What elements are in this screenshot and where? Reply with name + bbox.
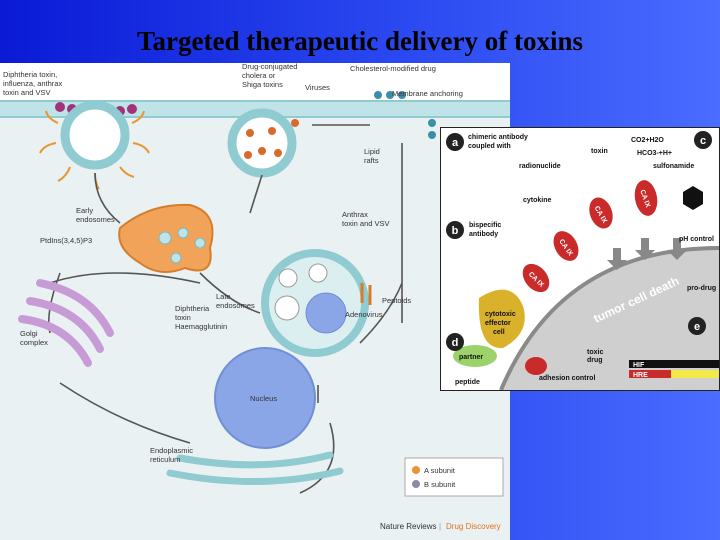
hexagon-marker	[683, 186, 703, 210]
cholesterol-drug-label: Cholesterol-modified drug	[350, 64, 436, 73]
badge-e: e	[694, 321, 700, 333]
early-endosomes-label-2: endosomes	[76, 215, 115, 224]
sulfonamide-label: sulfonamide	[653, 163, 694, 170]
cytotoxic-label-3: cell	[493, 329, 505, 336]
chimeric-label-1: chimeric antibody	[468, 134, 528, 141]
hre-bar-yellow	[671, 370, 719, 378]
nucleus-label: Nucleus	[250, 394, 277, 403]
diphtheria-label-1: Diphtheria toxin,	[3, 70, 57, 79]
early-endosomes-label-1: Early	[76, 206, 93, 215]
late-endosomes-label-2: endosomes	[216, 301, 255, 310]
endosome-vesicles	[158, 227, 206, 264]
cytotoxic-effector-cell	[478, 289, 525, 349]
hif-bar	[629, 360, 719, 368]
anthrax-vsv-label-2: toxin and VSV	[342, 219, 390, 228]
legend-a-label: A subunit	[424, 466, 456, 475]
adenovirus-label: Adenovirus	[345, 310, 383, 319]
credit-left: Nature Reviews	[380, 522, 436, 531]
radionuclide-label: radionuclide	[519, 163, 561, 170]
diphtheria-haem-label-2: toxin	[175, 313, 191, 322]
a-subunit-marker	[412, 466, 420, 474]
endocytic-vesicle	[60, 100, 130, 170]
credit-separator: |	[439, 522, 441, 531]
uptake-arrows	[607, 238, 687, 270]
formula-bottom: HCO3-+H+	[637, 150, 672, 157]
late-endosome-body	[305, 292, 347, 334]
adhesion-label: adhesion control	[539, 375, 595, 382]
er-label-2: reticulum	[150, 455, 180, 464]
membrane-anchoring-label: Membrane anchoring	[392, 89, 463, 98]
badge-a: a	[452, 137, 459, 149]
lipid-rafts-label-2: rafts	[364, 156, 379, 165]
drug-conjugated-label-1: Drug-conjugated	[242, 63, 297, 71]
diphtheria-haem-label-3: Haemagglutinin	[175, 322, 227, 331]
ptdins-label: PtdIns(3,4,5)P3	[40, 236, 92, 245]
bispecific-label-2: antibody	[469, 231, 498, 238]
peptoids-label: Peptoids	[382, 296, 411, 305]
lipid-rafts-label-1: Lipid	[364, 147, 380, 156]
trafficking-diagram: Diphtheria toxin, influenza, anthrax tox…	[0, 63, 510, 540]
tumor-cell	[501, 248, 719, 390]
trafficking-arrows	[47, 124, 403, 494]
ca9-receptors	[522, 180, 658, 375]
badge-b: b	[452, 225, 459, 237]
peptoid-bars	[360, 283, 372, 305]
badge-d: d	[452, 337, 459, 349]
cytotoxic-label-2: effector	[485, 320, 511, 327]
drug-particles	[244, 119, 299, 159]
nucleus	[214, 347, 316, 449]
legend-b-label: B subunit	[424, 480, 456, 489]
trafficking-svg: Diphtheria toxin, influenza, anthrax tox…	[0, 63, 510, 531]
viruses-label: Viruses	[305, 83, 330, 92]
endoplasmic-reticulum	[166, 451, 344, 485]
badge-c: c	[700, 135, 706, 147]
b-subunit-marker	[412, 480, 420, 488]
anthrax-vsv-label-1: Anthrax	[342, 210, 368, 219]
toxic-drug-label-1: toxic	[587, 349, 603, 356]
hre-bar-red	[629, 370, 671, 378]
targeting-diagram: CA IX CA IX CA IX CA IX a c b d e chimer…	[440, 127, 720, 391]
plasma-membrane	[0, 101, 510, 117]
partner-label: partner	[459, 354, 483, 361]
diphtheria-label-3: toxin and VSV	[3, 88, 51, 97]
legend-box	[404, 457, 504, 497]
formula-top: CO2+H2O	[631, 137, 664, 144]
cytotoxic-label-1: cytotoxic	[485, 311, 516, 318]
chimeric-label-2: coupled with	[468, 143, 511, 150]
ph-control-label: pH control	[679, 236, 714, 243]
er-label-1: Endoplasmic	[150, 446, 193, 455]
hre-label: HRE	[633, 372, 648, 379]
partner-molecule	[453, 345, 497, 367]
extracellular-space	[0, 63, 510, 103]
targeting-svg: CA IX CA IX CA IX CA IX a c b d e chimer…	[446, 131, 719, 390]
cytokine-label: cytokine	[523, 197, 552, 204]
diphtheria-haem-label-1: Diphtheria	[175, 304, 210, 313]
toxic-drug-label-2: drug	[587, 357, 603, 364]
cholesterol-anchors	[374, 91, 436, 139]
bispecific-label-1: bispecific	[469, 222, 501, 229]
panel-badges	[446, 131, 712, 351]
slide-title: Targeted therapeutic delivery of toxins	[137, 26, 583, 56]
hif-label: HIF	[633, 362, 645, 369]
drug-conjugated-label-3: Shiga toxins	[242, 80, 283, 89]
credit-right: Drug Discovery	[446, 522, 501, 531]
toxin-label: toxin	[591, 148, 608, 155]
peptide-label: peptide	[455, 379, 480, 386]
late-endosomes-label-1: Late	[216, 292, 231, 301]
pro-drug-label: pro-drug	[687, 285, 716, 292]
drug-vesicle	[227, 108, 297, 178]
drug-conjugated-label-2: cholera or	[242, 71, 276, 80]
golgi-label-1: Golgi	[20, 329, 38, 338]
diphtheria-label-2: influenza, anthrax	[3, 79, 62, 88]
golgi-label-2: complex	[20, 338, 48, 347]
golgi-complex	[18, 279, 114, 367]
